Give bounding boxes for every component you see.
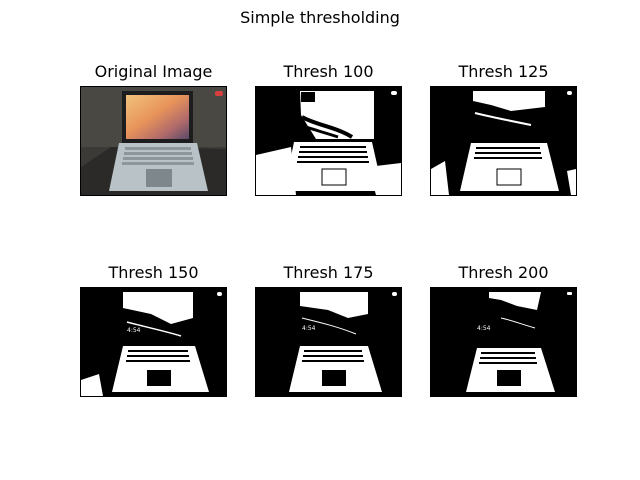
figure-title: Simple thresholding <box>240 8 400 27</box>
thresh-175-image: 4:54 <box>255 287 402 397</box>
original-image <box>80 86 227 196</box>
panel-title: Thresh 150 <box>108 263 199 282</box>
panel-title: Thresh 125 <box>458 62 549 81</box>
thresh-200-art: 4:54 <box>431 288 576 396</box>
thresh-125-image <box>430 86 577 196</box>
thresh-100-image <box>255 86 402 196</box>
svg-text:4:54: 4:54 <box>302 325 316 332</box>
thresh-125-art <box>431 87 576 195</box>
thresh-150-art: 4:54 <box>81 288 226 396</box>
thresh-200-image: 4:54 <box>430 287 577 397</box>
svg-text:4:54: 4:54 <box>127 327 141 334</box>
svg-text:4:54: 4:54 <box>477 325 491 332</box>
panel-title: Thresh 100 <box>283 62 374 81</box>
panel-title: Original Image <box>94 62 213 81</box>
original-image-art <box>81 87 226 195</box>
thresh-100-art <box>256 87 401 195</box>
panel-title: Thresh 200 <box>458 263 549 282</box>
thresh-150-image: 4:54 <box>80 287 227 397</box>
panel-title: Thresh 175 <box>283 263 374 282</box>
thresh-175-art: 4:54 <box>256 288 401 396</box>
